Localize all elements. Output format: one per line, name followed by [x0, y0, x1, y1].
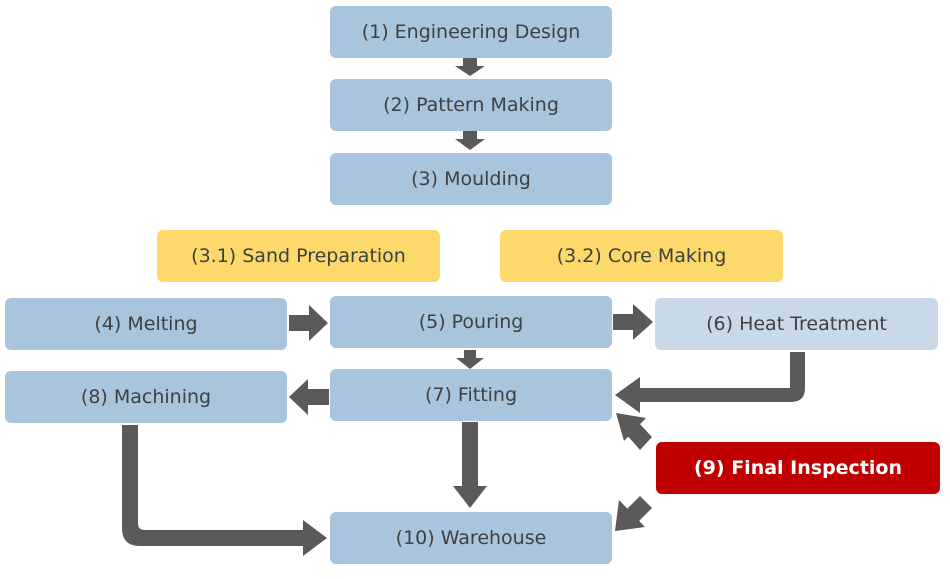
arrow-pouring-to-fitting	[456, 350, 484, 369]
step-warehouse: (10) Warehouse	[330, 512, 612, 564]
step-sand-preparation: (3.1) Sand Preparation	[157, 230, 440, 282]
step-pouring: (5) Pouring	[330, 296, 612, 348]
arrow-heat-treatment-to-fitting	[615, 352, 805, 413]
arrow-inspection-to-fitting	[616, 413, 652, 450]
step-moulding: (3) Moulding	[330, 153, 612, 205]
arrow-design-to-pattern	[455, 58, 485, 76]
arrow-pouring-to-heat-treatment	[613, 304, 653, 340]
arrow-fitting-to-machining	[289, 379, 329, 415]
step-pattern-making: (2) Pattern Making	[330, 79, 612, 131]
arrow-fitting-to-warehouse	[453, 422, 487, 508]
step-fitting: (7) Fitting	[330, 369, 612, 421]
step-core-making: (3.2) Core Making	[500, 230, 783, 282]
arrow-inspection-to-warehouse	[615, 496, 652, 531]
step-engineering-design: (1) Engineering Design	[330, 6, 612, 58]
step-heat-treatment: (6) Heat Treatment	[655, 298, 938, 350]
step-melting: (4) Melting	[5, 298, 287, 350]
arrow-melting-to-pouring	[289, 305, 328, 341]
step-machining: (8) Machining	[5, 371, 287, 423]
arrow-machining-to-warehouse	[122, 425, 327, 556]
arrow-pattern-to-moulding	[455, 131, 485, 150]
step-final-inspection: (9) Final Inspection	[656, 442, 940, 494]
